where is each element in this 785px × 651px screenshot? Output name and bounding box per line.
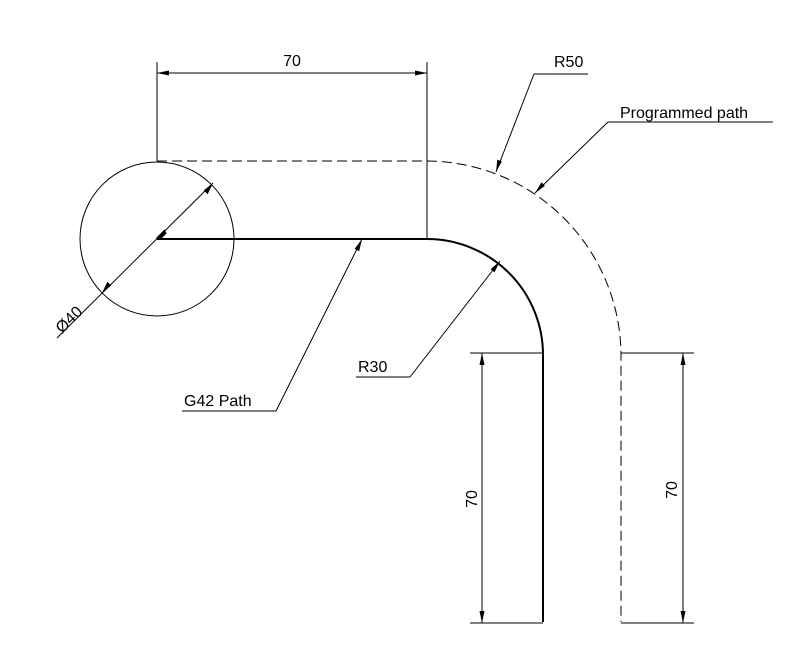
diameter-leader-line — [56, 182, 214, 339]
arrowhead-left-icon — [157, 70, 169, 76]
arrowhead-right-bottom-icon — [680, 611, 686, 623]
r30-arrow-icon — [490, 261, 500, 273]
r30-leader-line — [409, 260, 501, 378]
diameter-arrow-bottom-icon — [102, 281, 112, 293]
arrowhead-right-top-icon — [680, 353, 686, 365]
g42-arrow-icon — [354, 239, 362, 252]
diameter-arrow-center-icon — [156, 229, 167, 240]
r50-leader-line — [495, 73, 535, 173]
arrowhead-left-bottom-icon — [479, 611, 485, 623]
programmed-path-leader-line — [534, 121, 609, 194]
g42-leader-line — [275, 238, 363, 412]
r50-label: R50 — [554, 54, 583, 71]
diameter-arrow-top-icon — [203, 183, 213, 195]
dimension-left-label: 70 — [464, 490, 481, 508]
diameter-label: Ø40 — [53, 303, 86, 336]
g42-path-line — [157, 238, 544, 622]
r30-label: R30 — [358, 359, 387, 376]
programmed-path-label: Programmed path — [620, 105, 748, 122]
g42-path-label: G42 Path — [184, 393, 252, 410]
programmed-path-arrow-icon — [535, 182, 545, 193]
programmed-path-line — [157, 160, 622, 622]
arrowhead-right-icon — [415, 70, 427, 76]
dimension-right-label: 70 — [664, 481, 681, 499]
arrowhead-left-top-icon — [479, 353, 485, 365]
r50-arrow-icon — [496, 159, 502, 172]
dimension-top-label: 70 — [283, 53, 301, 70]
